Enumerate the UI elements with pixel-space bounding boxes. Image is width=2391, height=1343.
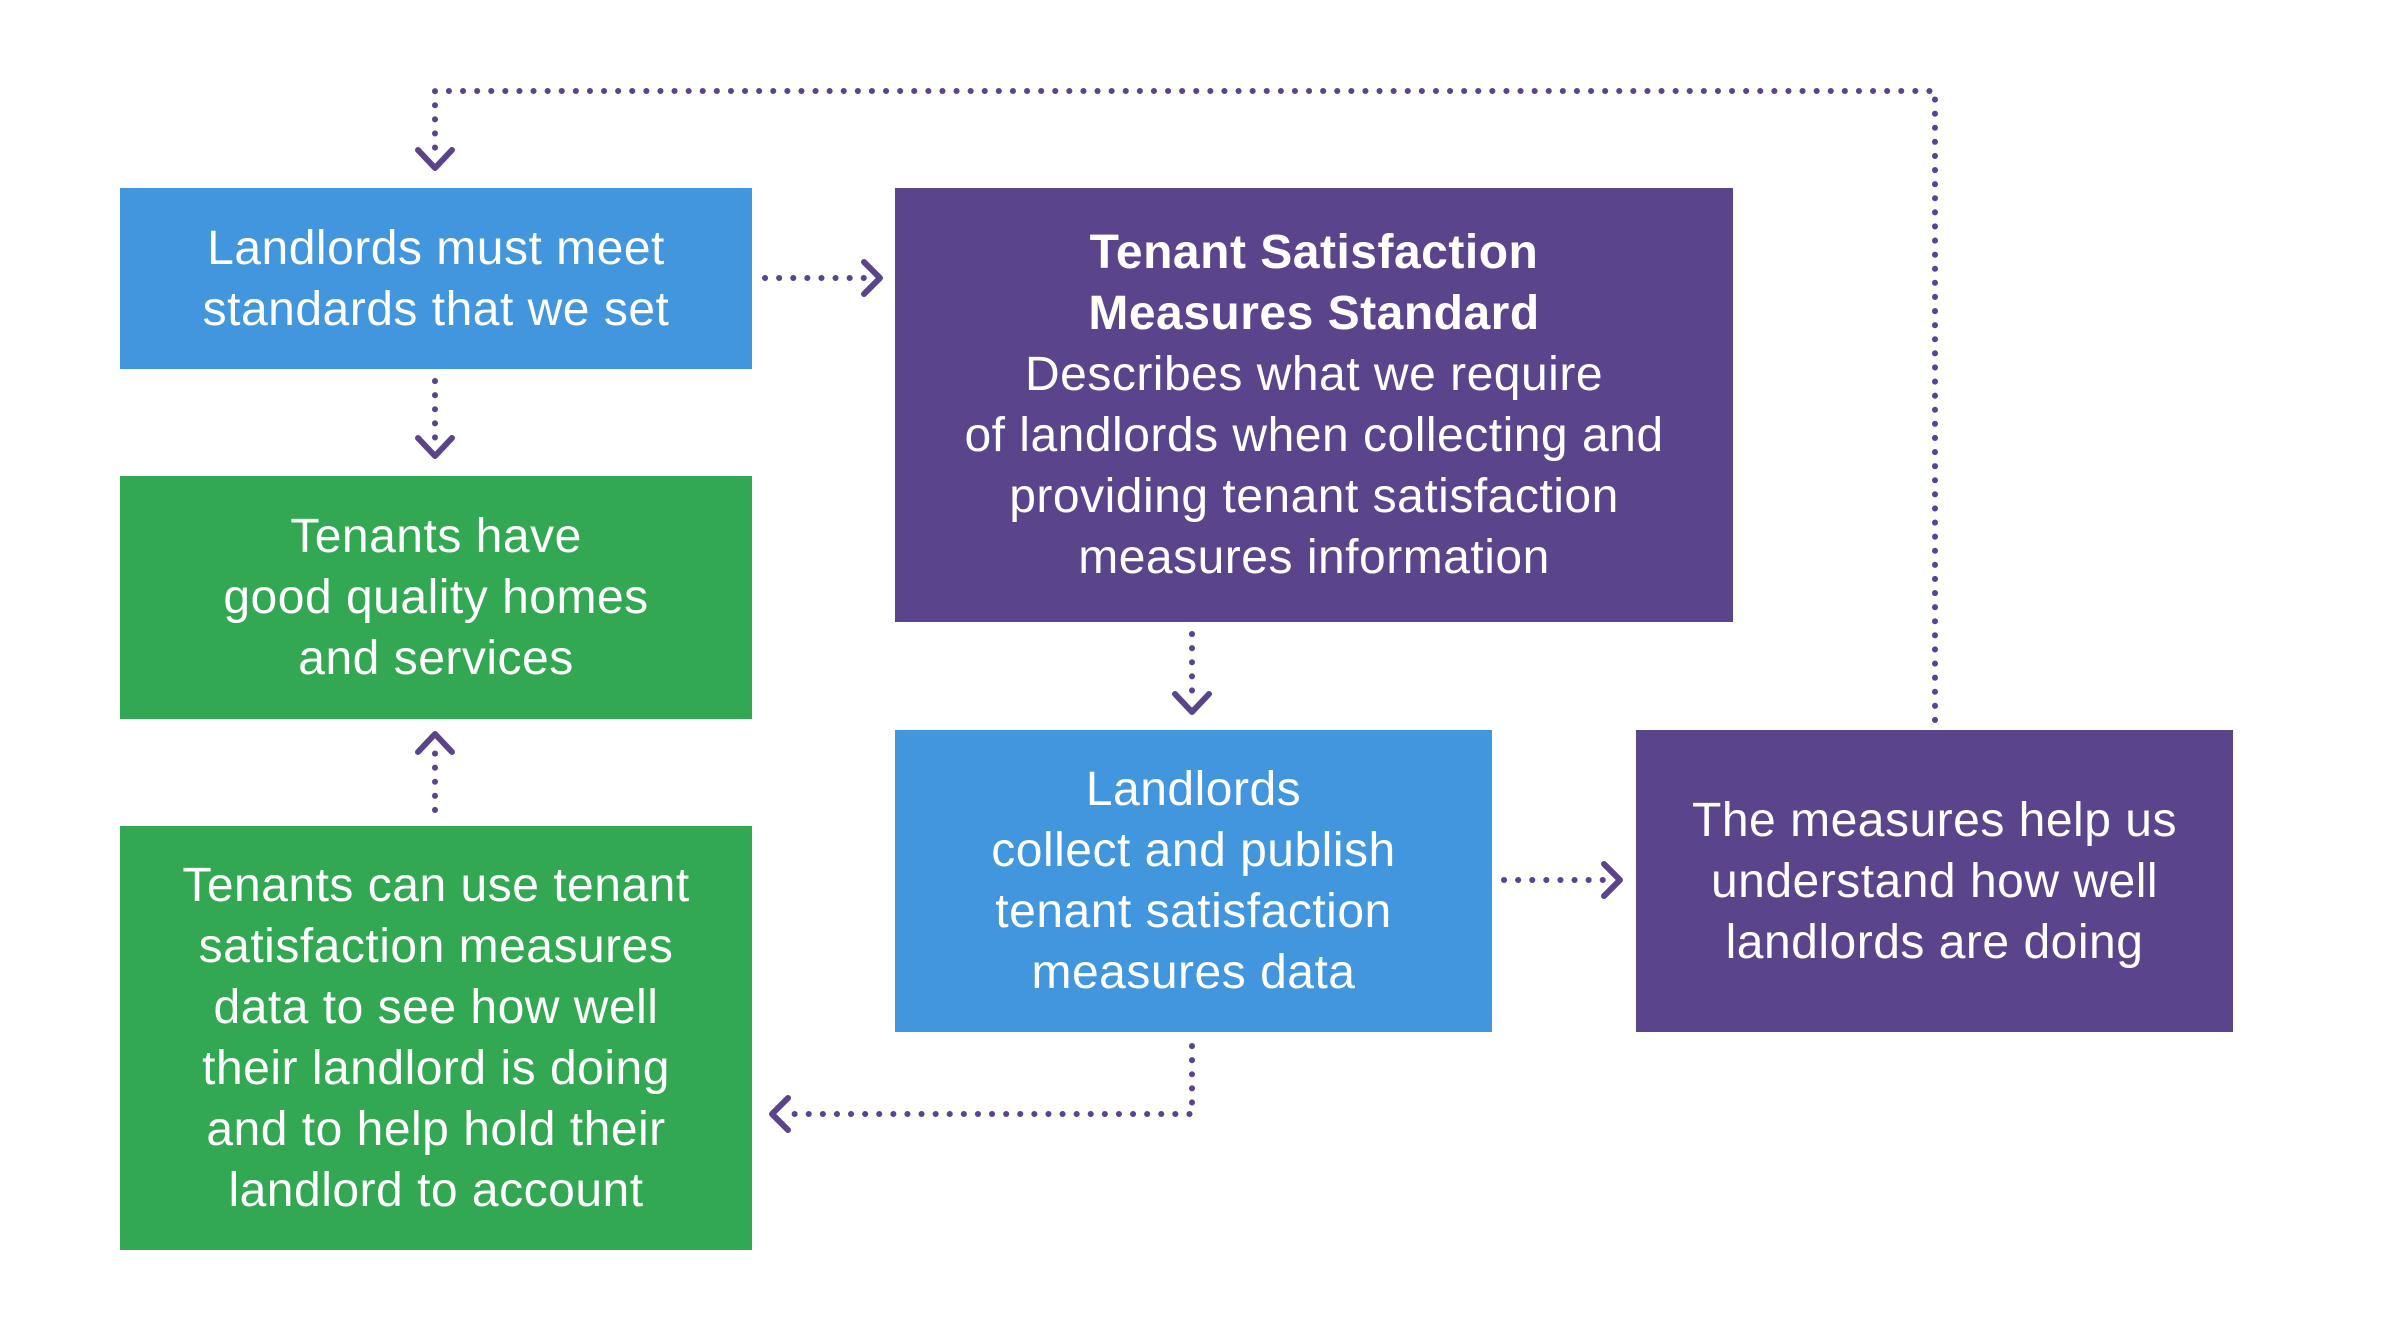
box-text-line: and services [298,632,574,685]
connector-collect-to-tenants-use [787,1043,1195,1117]
box-text-line: landlords are doing [1725,915,2144,969]
box-text-line: satisfaction measures [198,920,674,973]
box-text-line: their landlord is doing [202,1042,670,1095]
box-tenant-satisfaction-measures-standard: Tenant Satisfaction Measures Standard De… [895,188,1733,622]
box-text-line: standards that we set [202,282,670,336]
box-text-line: of landlords when collecting and [964,409,1664,462]
box-text-line: tenant satisfaction [995,885,1392,938]
box-text-line: The measures help us [1692,793,2177,847]
box-text-line: measures data [1031,946,1356,999]
arrowhead-down-standards [415,147,455,171]
arrowhead-right-tsm [861,259,883,297]
box-text-line: Tenants can use tenant [182,859,690,912]
box-text-line: landlord to account [228,1164,644,1217]
arrowhead-up-homes [415,731,455,755]
box-text-line: Describes what we require [1024,348,1604,401]
connector-feedback-loop [432,88,1938,723]
box-text-line: Landlords must meet [207,221,665,275]
box-landlords-collect-and-publish: Landlords collect and publish tenant sat… [895,730,1492,1032]
box-text-line: Tenants have [290,510,582,563]
arrowhead-down-collect [1172,691,1212,715]
box-title-line: Measures Standard [1088,287,1540,340]
box-tenants-can-use-data: Tenants can use tenant satisfaction meas… [120,826,752,1250]
box-text-line: good quality homes [223,571,649,624]
box-landlords-must-meet-standards: Landlords must meet standards that we se… [120,188,752,369]
box-title-line: Tenant Satisfaction [1089,226,1539,279]
box-measures-help-us-understand: The measures help us understand how well… [1636,730,2233,1032]
box-text-line: understand how well [1710,854,2159,908]
arrowhead-down-homes [415,435,455,459]
arrowhead-right-measures [1601,861,1623,899]
box-text-line: Landlords [1085,763,1302,816]
box-text-line: providing tenant satisfaction [1009,470,1619,523]
box-text-line: collect and publish [991,824,1396,877]
box-text-line: measures information [1078,531,1550,584]
box-text-line: data to see how well [213,981,659,1034]
box-tenants-have-good-homes: Tenants have good quality homes and serv… [120,476,752,719]
arrowhead-left-tenants-use [769,1095,791,1133]
box-text-line: and to help hold their [206,1103,666,1156]
